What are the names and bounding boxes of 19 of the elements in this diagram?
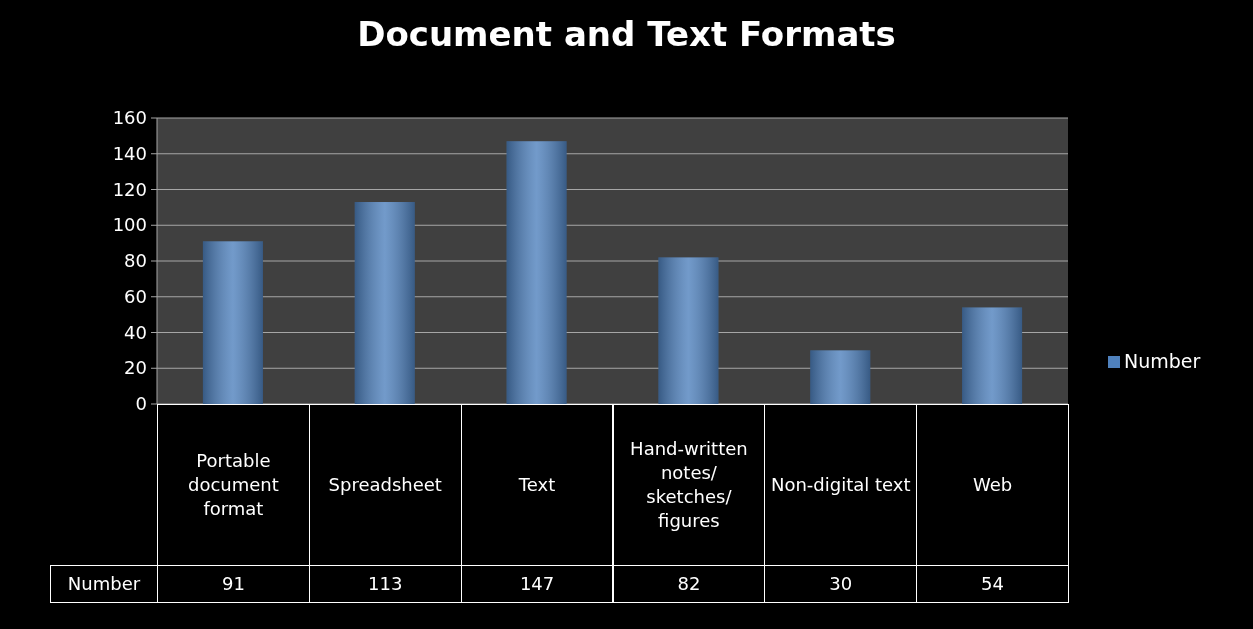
series-name: Number bbox=[50, 565, 158, 603]
legend-label: Number bbox=[1124, 350, 1201, 372]
category-label: Hand-written notes/ sketches/ figures bbox=[612, 404, 766, 566]
axis-tick-label: 80 bbox=[123, 251, 147, 271]
axis-tick-label: 160 bbox=[111, 108, 147, 128]
value-label: 54 bbox=[916, 565, 1069, 603]
axis-tick-label: 0 bbox=[134, 394, 147, 414]
value-label: 82 bbox=[612, 565, 766, 603]
chart-title: Document and Text Formats bbox=[357, 14, 896, 54]
category-label: Web bbox=[916, 404, 1069, 566]
axis-tick-label: 60 bbox=[123, 286, 147, 307]
category-label: Portable document format bbox=[157, 404, 310, 566]
category-label: Text bbox=[460, 404, 614, 566]
axis-tick-label: 40 bbox=[123, 322, 147, 343]
axis-tick-label: 100 bbox=[111, 215, 147, 236]
axis-tick-label: 120 bbox=[111, 179, 147, 200]
axis-tick-label: 140 bbox=[111, 143, 147, 164]
value-label: 147 bbox=[460, 565, 614, 603]
axis-tick-label: 20 bbox=[123, 358, 147, 379]
